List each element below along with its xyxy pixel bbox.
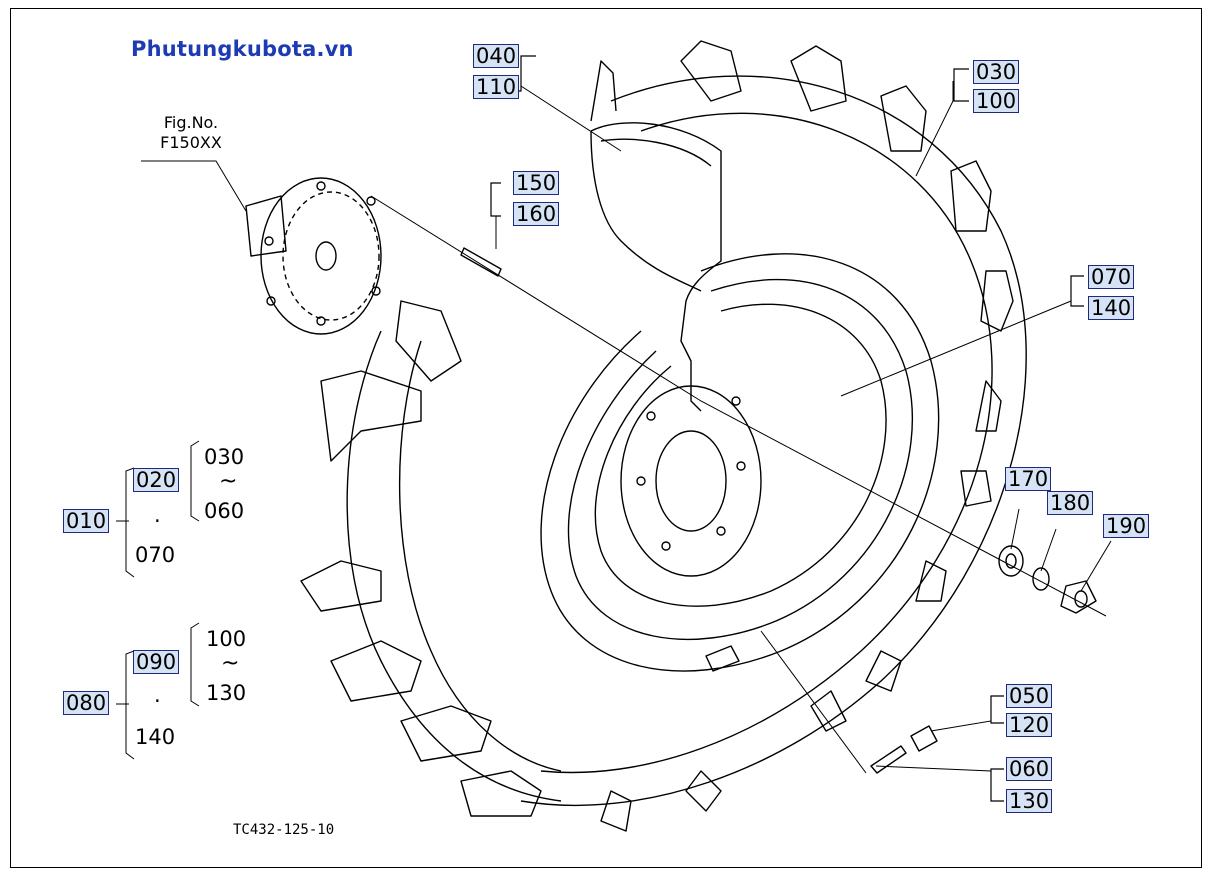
tree2-dot: · — [154, 689, 161, 713]
tree2-range-to: 130 — [206, 681, 247, 705]
stud-bolt — [460, 247, 502, 277]
callout-100[interactable]: 100 — [973, 89, 1020, 113]
lock-washer-180 — [1032, 567, 1050, 591]
figure-ref-label: Fig.No. — [163, 113, 219, 132]
hub-center-hole — [655, 430, 727, 532]
tree2-root-080[interactable]: 080 — [63, 691, 110, 715]
tire-lugs — [300, 40, 1014, 832]
hub-bolt-holes — [636, 396, 746, 551]
tree2-child-090[interactable]: 090 — [133, 650, 180, 674]
exploded-wheel-drawing — [116, 40, 1112, 832]
callout-180[interactable]: 180 — [1047, 491, 1094, 515]
tree2-child-140: 140 — [135, 725, 176, 749]
callout-030[interactable]: 030 — [973, 60, 1020, 84]
tree1-dot: · — [154, 509, 161, 533]
washer-170 — [998, 545, 1024, 577]
callout-170[interactable]: 170 — [1005, 467, 1052, 491]
tree1-range-tilde: ~ — [219, 469, 238, 494]
callout-110[interactable]: 110 — [473, 75, 520, 99]
callout-190[interactable]: 190 — [1103, 514, 1150, 538]
tree2-range-from: 100 — [206, 627, 247, 651]
drawing-frame: Phutungkubota.vn Fig.No. F150XX 040 110 … — [10, 8, 1202, 868]
tree1-range-to: 060 — [204, 499, 245, 523]
valve-stem-060 — [870, 745, 907, 774]
axle-stub — [245, 195, 287, 257]
callout-130[interactable]: 130 — [1006, 789, 1053, 813]
callout-050[interactable]: 050 — [1006, 684, 1053, 708]
tree2-range-tilde: ~ — [221, 651, 240, 676]
tube-cutaway — [590, 122, 722, 412]
axis-line-stud — [370, 195, 1107, 617]
tree1-child-020[interactable]: 020 — [133, 468, 180, 492]
tire-outer-edge — [520, 75, 1027, 807]
flange-holes — [264, 181, 381, 326]
nut-190 — [1060, 580, 1097, 614]
callout-040[interactable]: 040 — [473, 44, 520, 68]
tree1-root-010[interactable]: 010 — [63, 509, 110, 533]
drawing-code: TC432-125-10 — [233, 822, 335, 838]
callout-160[interactable]: 160 — [513, 202, 560, 226]
hub-flange — [260, 177, 382, 335]
tire-left-edge — [346, 330, 562, 802]
callout-070[interactable]: 070 — [1088, 265, 1135, 289]
callout-150[interactable]: 150 — [513, 171, 560, 195]
hub-disc — [620, 385, 762, 577]
figure-ref-number: F150XX — [160, 133, 222, 152]
tree1-child-070: 070 — [135, 543, 176, 567]
tree1-range-from: 030 — [204, 445, 245, 469]
callout-120[interactable]: 120 — [1006, 713, 1053, 737]
figure-ref: Fig.No. F150XX — [141, 113, 241, 153]
tire-tread-line — [540, 112, 993, 774]
rim-outer — [540, 253, 940, 672]
callout-060[interactable]: 060 — [1006, 757, 1053, 781]
site-title[interactable]: Phutungkubota.vn — [131, 37, 354, 61]
valve-cap-050 — [910, 725, 938, 752]
callout-140[interactable]: 140 — [1088, 296, 1135, 320]
